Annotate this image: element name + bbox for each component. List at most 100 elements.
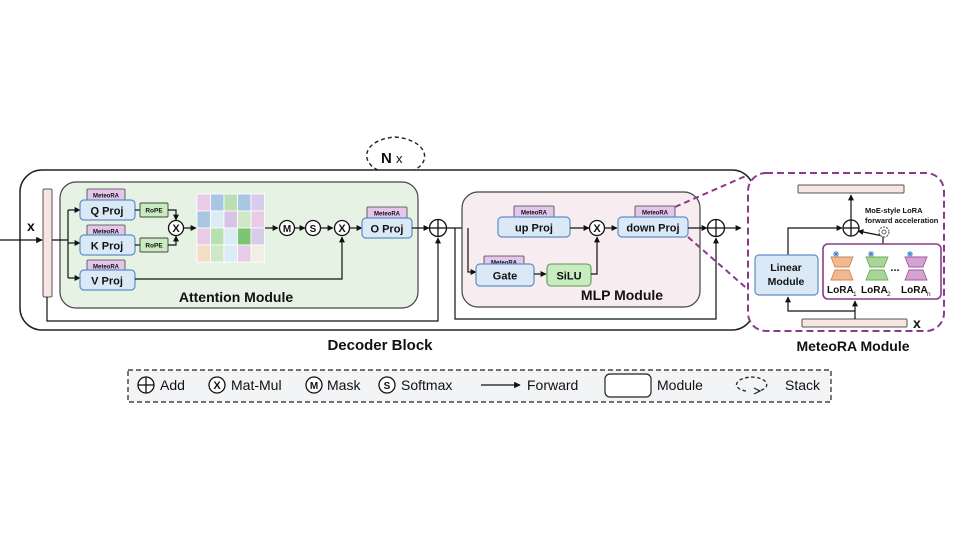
meteora-output-bar bbox=[797, 184, 905, 194]
o-proj-tag-label: MeteoRA bbox=[374, 212, 401, 218]
lora-adapter-b bbox=[830, 269, 854, 281]
attention-grid-cell bbox=[210, 193, 225, 212]
stack-count-n: N bbox=[381, 150, 392, 167]
mlp-matmul-icon bbox=[588, 219, 606, 237]
attention-grid-cell bbox=[250, 227, 265, 246]
mlp-module: MLP Module MeteoRA up Proj MeteoRA Gate … bbox=[461, 191, 701, 308]
legend-matmul-icon bbox=[208, 376, 226, 394]
mask-icon bbox=[278, 219, 296, 237]
attention-grid-cell bbox=[237, 227, 252, 246]
mlp-module-title: MLP Module bbox=[581, 287, 663, 303]
legend-forward-label: Forward bbox=[527, 377, 578, 393]
up-proj-box bbox=[497, 216, 571, 238]
legend-module-label: Module bbox=[657, 377, 703, 393]
silu-to-matmul bbox=[591, 236, 600, 275]
softmax-icon bbox=[304, 219, 322, 237]
gate-label: Gate bbox=[493, 271, 517, 283]
av-matmul-symbol: X bbox=[338, 223, 346, 235]
attention-grid-cell bbox=[196, 227, 211, 246]
lora-adapter-b bbox=[865, 269, 889, 281]
linear-module-box bbox=[754, 254, 819, 296]
lora-adapters bbox=[830, 251, 928, 281]
mlp-split bbox=[467, 228, 477, 275]
attention-score-grid bbox=[196, 193, 265, 263]
legend-stack-icon bbox=[735, 376, 768, 392]
qkv-fanout bbox=[52, 210, 69, 278]
lora-n-sub: n bbox=[927, 291, 931, 298]
v-proj-label: V Proj bbox=[91, 276, 123, 288]
q-rope-label: RoPE bbox=[145, 208, 163, 215]
k-to-matmul bbox=[168, 235, 179, 246]
legend-stack-arrowhead bbox=[753, 387, 762, 395]
attention-grid-cell bbox=[237, 193, 252, 212]
attention-grid-cell bbox=[250, 193, 265, 212]
silu-label: SiLU bbox=[556, 271, 581, 283]
legend-add-label: Add bbox=[160, 377, 185, 393]
legend-module-icon bbox=[604, 373, 652, 398]
meteora-note-line2: forward acceleration bbox=[865, 216, 939, 225]
zoom-line-top bbox=[674, 174, 749, 208]
attention-grid-cell bbox=[223, 244, 238, 263]
lora-label-2: LoRA 2 bbox=[861, 285, 891, 298]
attention-grid-cell bbox=[250, 244, 265, 263]
legend-frame bbox=[127, 369, 832, 403]
attention-grid-cell bbox=[210, 244, 225, 263]
qk-matmul-symbol: X bbox=[172, 223, 180, 235]
lora-label-n: LoRA n bbox=[901, 285, 931, 298]
attention-grid-cell bbox=[223, 210, 238, 229]
k-proj-label: K Proj bbox=[91, 241, 123, 253]
legend-stack-label: Stack bbox=[785, 377, 821, 393]
attention-grid-cell bbox=[237, 210, 252, 229]
lora-2-prefix: LoRA bbox=[861, 285, 888, 296]
snowflake-icon bbox=[868, 251, 874, 257]
meteora-module: MeteoRA Module MoE-style LoRA forward ac… bbox=[747, 172, 945, 354]
attention-grid-cell bbox=[250, 210, 265, 229]
legend-add-icon bbox=[137, 376, 155, 394]
linear-module-label-1: Linear bbox=[770, 262, 802, 274]
v-proj-tag-label: MeteoRA bbox=[93, 265, 120, 271]
residual-path-1 bbox=[46, 237, 441, 322]
lora-merge bbox=[857, 229, 884, 237]
input-norm-bar bbox=[42, 188, 53, 298]
input-to-linear bbox=[785, 296, 856, 319]
attention-grid-cell bbox=[196, 244, 211, 263]
attention-module: Attention Module MeteoRA Q Proj MeteoRA … bbox=[52, 181, 419, 309]
meteora-note-line1: MoE-style LoRA bbox=[865, 206, 923, 215]
lora-adapter-a bbox=[830, 256, 854, 268]
linear-module-label-2: Module bbox=[768, 276, 805, 288]
q-proj-label: Q Proj bbox=[90, 206, 123, 218]
attention-grid-cell bbox=[223, 193, 238, 212]
stack-count-x: x bbox=[396, 151, 403, 166]
attention-grid-cell bbox=[196, 210, 211, 229]
attention-grid-cell bbox=[237, 244, 252, 263]
v-proj-box bbox=[79, 269, 136, 291]
attention-module-title: Attention Module bbox=[179, 289, 294, 305]
legend-mask-symbol: M bbox=[310, 381, 318, 392]
decoder-block-title: Decoder Block bbox=[327, 337, 433, 354]
k-rope-label: RoPE bbox=[145, 243, 163, 250]
meteora-module-title: MeteoRA Module bbox=[796, 338, 909, 354]
lora-2-sub: 2 bbox=[887, 291, 891, 298]
up-proj-tag-label: MeteoRA bbox=[521, 211, 548, 217]
lora-1-prefix: LoRA bbox=[827, 285, 854, 296]
attention-grid-cell bbox=[223, 227, 238, 246]
attention-grid-cell bbox=[196, 193, 211, 212]
k-proj-tag-label: MeteoRA bbox=[93, 230, 120, 236]
legend-mask-icon bbox=[305, 376, 323, 394]
zoom-line-bottom bbox=[687, 236, 753, 294]
down-proj-label: down Proj bbox=[626, 223, 679, 235]
legend-matmul-label: Mat-Mul bbox=[231, 377, 282, 393]
meteora-input-bar bbox=[801, 318, 908, 328]
legend-matmul-symbol: X bbox=[213, 380, 221, 392]
av-matmul-icon bbox=[333, 219, 351, 237]
lora-adapter-b bbox=[904, 269, 928, 281]
snowflake-icon bbox=[833, 251, 839, 257]
attention-grid-cell bbox=[210, 210, 225, 229]
qk-matmul-icon bbox=[167, 219, 185, 237]
decoder-input-label: x bbox=[27, 218, 35, 234]
meteora-input-label: x bbox=[913, 315, 921, 331]
up-proj-label: up Proj bbox=[515, 223, 553, 235]
gate-box bbox=[475, 263, 535, 287]
lora-ellipsis: ... bbox=[890, 262, 899, 274]
